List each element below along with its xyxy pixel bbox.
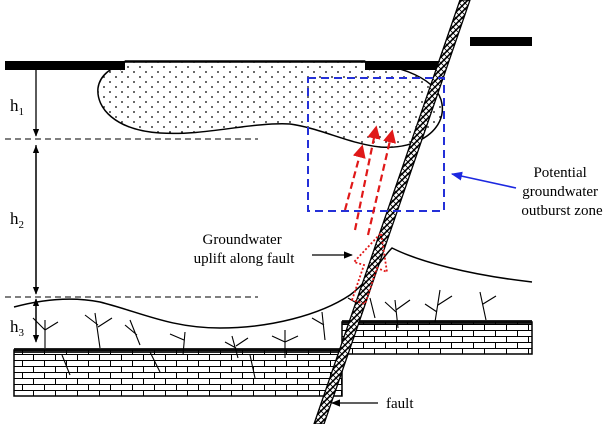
zone-callout-arrow [450, 171, 517, 189]
potential-zone-label: Potential groundwater outburst zone [521, 165, 603, 219]
limestone-layer-right [341, 320, 533, 355]
h2-label: h2 [10, 209, 24, 231]
uplift-dotted-arrow [350, 231, 389, 306]
fracture-zone-boundary [13, 247, 533, 329]
potential-outburst-zone-box [307, 77, 445, 212]
aquifer-body [97, 61, 444, 148]
limestone-layer-left [13, 348, 343, 397]
h1-label: h1 [10, 96, 24, 118]
fault-label: fault [386, 396, 414, 412]
h3-label: h3 [10, 317, 25, 339]
seepage-arrows [343, 125, 397, 236]
fractures [32, 289, 497, 379]
groundwater-uplift-label: Groundwater uplift along fault [194, 232, 296, 267]
